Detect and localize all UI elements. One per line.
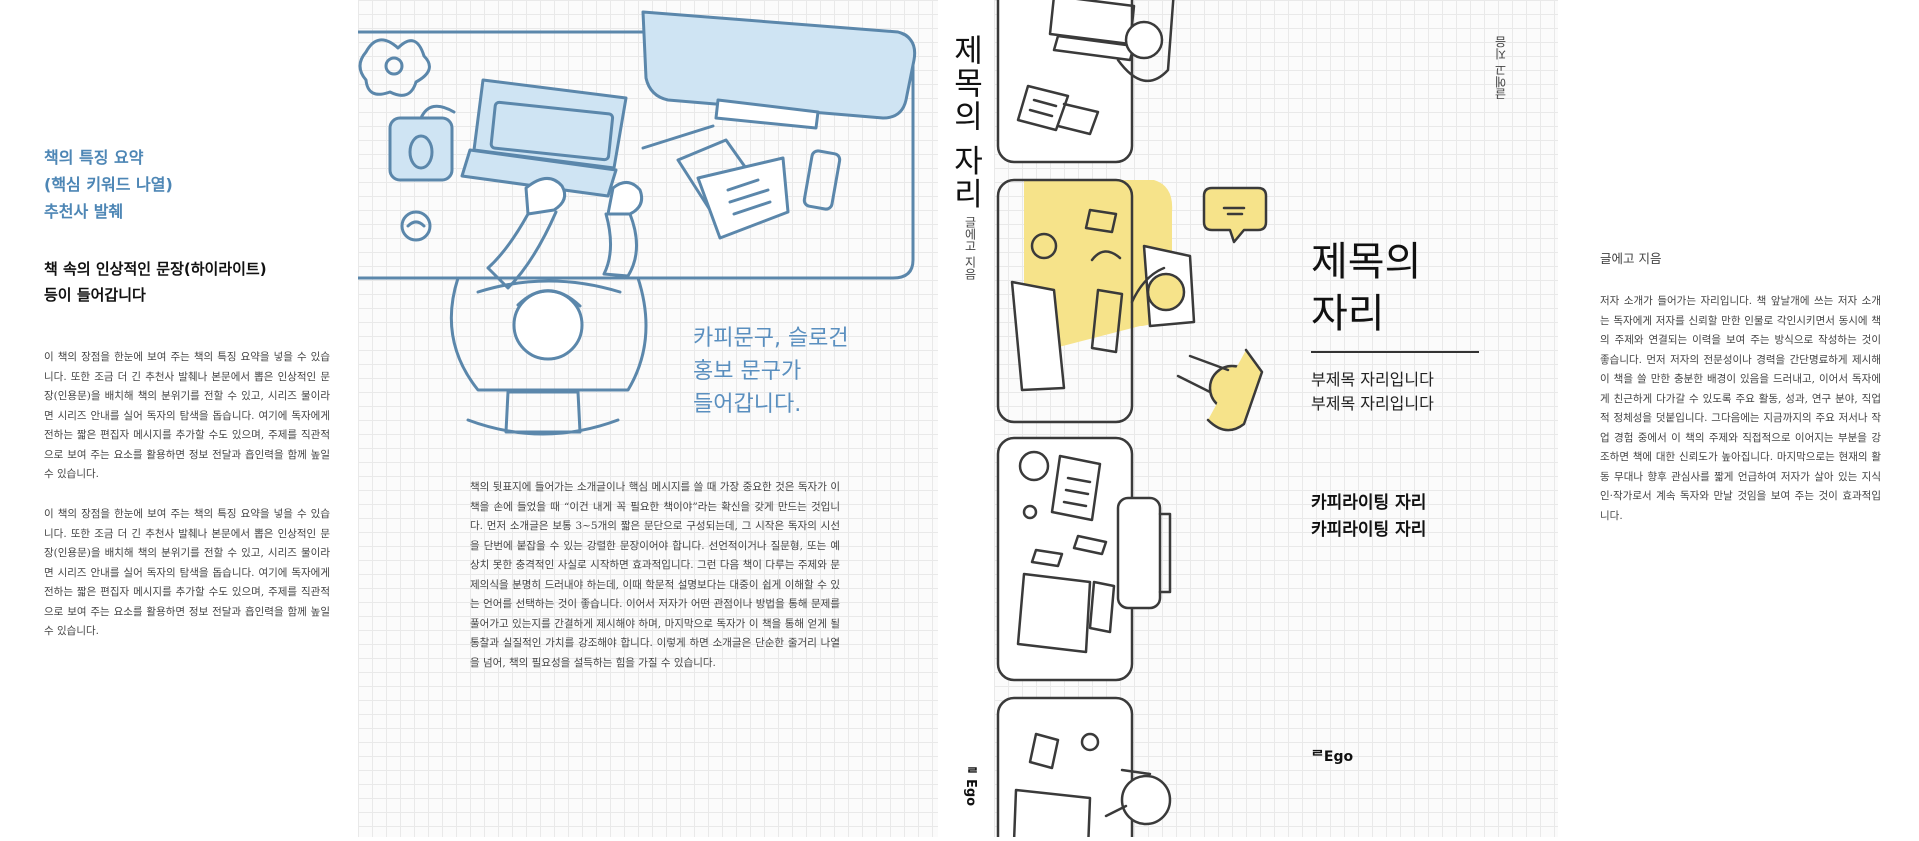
slogan-line: 홍보 문구가 <box>693 359 802 384</box>
title-line: 자리 <box>1311 291 1385 337</box>
desk-illustration-blue <box>356 10 917 436</box>
front-cover-subtitle: 부제목 자리입니다 부제목 자리입니다 <box>1311 368 1511 416</box>
front-cover-title: 제목의 자리 <box>1311 236 1511 340</box>
copywriting-line: 카피라이팅 자리 <box>1311 493 1427 513</box>
office-illustration <box>996 0 1268 841</box>
author-name: 글에고 지음 <box>1600 251 1662 266</box>
right-flap <box>1558 0 1919 837</box>
back-cover-slogan: 카피문구, 슬로건 홍보 문구가 들어갑니다. <box>693 322 893 421</box>
spine-title: 제목의 자리 <box>947 34 983 211</box>
back-cover-description: 책의 뒷표지에 들어가는 소개글이나 핵심 메시지를 쓸 때 가장 중요한 것은… <box>470 481 840 669</box>
front-publisher-logo: ᄅEgo <box>1311 749 1354 765</box>
back-cover <box>356 0 938 837</box>
subtitle-line: 부제목 자리입니다 <box>1311 370 1434 389</box>
spine <box>938 0 994 837</box>
title-line: 제목의 <box>1311 239 1422 285</box>
highlight-quote: 책 속의 인상적인 문장(하이라이트) 등이 들어갑니다 <box>44 256 304 308</box>
subtitle-line: 부제목 자리입니다 <box>1311 394 1434 413</box>
copywriting-line: 카피라이팅 자리 <box>1311 520 1427 540</box>
heading-line: 추천사 발췌 <box>44 202 124 221</box>
front-cover-copywriting: 카피라이팅 자리 카피라이팅 자리 <box>1311 490 1511 544</box>
highlight-line: 등이 들어갑니다 <box>44 286 146 304</box>
slogan-line: 카피문구, 슬로건 <box>693 326 849 351</box>
left-flap-paragraph-1: 이 책의 장점을 한눈에 보여 주는 책의 특징 요약을 넣을 수 있습니다. … <box>44 351 330 480</box>
feature-summary-heading: 책의 특징 요약 (핵심 키워드 나열) 추천사 발췌 <box>44 144 304 225</box>
left-flap-paragraph-2: 이 책의 장점을 한눈에 보여 주는 책의 특징 요약을 넣을 수 있습니다. … <box>44 508 330 637</box>
front-cover <box>994 0 1558 841</box>
spine-author: 글에고 지음 <box>963 216 977 280</box>
heading-line: 책의 특징 요약 <box>44 148 144 167</box>
left-flap <box>0 0 358 837</box>
author-bio: 저자 소개가 들어가는 자리입니다. 책 앞날개에 쓰는 저자 소개는 독자에게… <box>1600 295 1881 522</box>
title-divider <box>1311 351 1479 353</box>
spine-publisher-logo: ᄅEgo <box>963 766 978 807</box>
slogan-line: 들어갑니다. <box>693 392 802 417</box>
highlight-line: 책 속의 인상적인 문장(하이라이트) <box>44 260 267 278</box>
heading-line: (핵심 키워드 나열) <box>44 175 173 194</box>
front-cover-author: 글에고 지음 <box>1494 36 1508 100</box>
